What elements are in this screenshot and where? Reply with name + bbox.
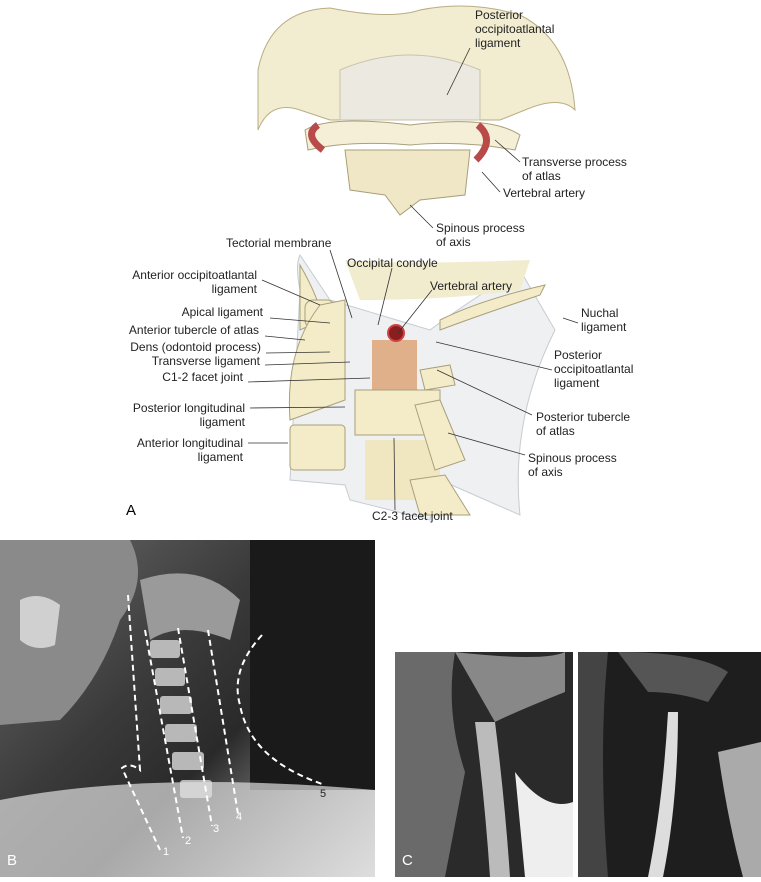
label-anterior-tubercle: Anterior tubercle of atlas — [128, 323, 259, 337]
panel-a-letter: A — [126, 502, 137, 519]
label-transverse-process: Transverse process of atlas — [522, 155, 627, 183]
label-anterior-occipitoatlantal: Anterior occipitoatlantal ligament — [132, 268, 257, 296]
label-nuchal-ligament: Nuchal ligament — [581, 306, 627, 334]
line-number-3: 3 — [213, 823, 220, 835]
posterior-view-illustration — [257, 5, 576, 216]
panel-a-illustration — [247, 5, 579, 521]
mri-t2-panel — [578, 652, 761, 877]
label-vertebral-artery-top: Vertebral artery — [503, 186, 586, 200]
mri-t2-image — [578, 652, 761, 877]
label-spinous-process-axis: Spinous process of axis — [528, 451, 617, 479]
label-spinous-process-top: Spinous process of axis — [436, 221, 525, 249]
line-number-4: 4 — [236, 811, 243, 823]
label-posterior-longitudinal: Posterior longitudinal ligament — [132, 401, 245, 429]
mri-t1-panel: C — [395, 652, 573, 877]
label-transverse-ligament: Transverse ligament — [151, 354, 260, 368]
label-apical-ligament: Apical ligament — [181, 305, 263, 319]
line-number-1: 1 — [163, 846, 170, 858]
lateral-view-illustration — [288, 254, 556, 521]
mri-t1-image — [395, 652, 573, 877]
label-posterior-occipitoatlantal-top: Posterior occipitoatlantal ligament — [475, 8, 555, 50]
panel-b-xray: 1 2 3 4 5 B — [0, 540, 375, 877]
xray-image — [0, 540, 375, 877]
label-tectorial-membrane: Tectorial membrane — [226, 236, 332, 250]
label-c1-2-facet: C1-2 facet joint — [162, 370, 243, 384]
leader-lines — [247, 47, 579, 511]
panel-c-letter: C — [402, 852, 413, 869]
label-vertebral-artery: Vertebral artery — [430, 279, 513, 293]
label-posterior-tubercle: Posterior tubercle of atlas — [536, 410, 631, 438]
dashed-lines — [120, 594, 326, 851]
label-posterior-occipitoatlantal: Posterior occipitoatlantal ligament — [554, 348, 634, 390]
line-number-2: 2 — [185, 835, 192, 847]
label-dens: Dens (odontoid process) — [130, 340, 261, 354]
line-number-5: 5 — [320, 788, 327, 800]
label-c2-3-facet: C2-3 facet joint — [372, 509, 453, 523]
label-occipital-condyle: Occipital condyle — [347, 256, 438, 270]
panel-b-letter: B — [7, 852, 18, 869]
label-anterior-longitudinal: Anterior longitudinal ligament — [136, 436, 243, 464]
